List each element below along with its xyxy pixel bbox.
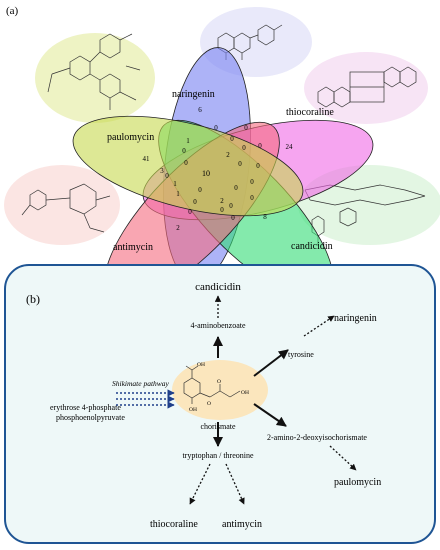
venn-set-paulomycin [72,115,304,217]
node-naringenin: naringenin [334,313,377,324]
shikimate-arrows [116,389,175,409]
node-antimycin: antimycin [222,519,262,530]
count-quad: 0 [184,159,188,167]
count-center: 10 [202,169,210,178]
node-shikimate-pathway: Shikimate pathway [112,379,170,388]
node-tyrosine: tyrosine [288,350,314,359]
label-candicidin: candicidin [291,241,333,252]
count-pair: 1 [176,190,180,198]
antimycin-structure [21,183,111,233]
paulomycin-structure-bubble [35,33,155,123]
count-pair: 0 [242,144,246,152]
node-thiocoraline: thiocoraline [150,519,198,530]
count-triple: 0 [258,142,262,150]
count-triple: 0 [188,208,192,216]
count-pair: 1 [186,137,190,145]
pathway-arrows [189,295,357,505]
antimycin-structure-bubble [4,165,120,245]
count-quad: 0 [234,184,238,192]
count-triple: 3 [160,167,164,175]
node-2-amino-2-deoxyisochorismate: 2-amino-2-deoxyisochorismate [267,433,367,442]
venn-counts: 10 6 24 8 2 41 0 0 0 0 0 1 1 0 0 0 0 0 0… [143,106,294,232]
count-antimycin-only: 2 [176,224,180,232]
chorismate-structure [183,365,241,404]
chem-label-o: O [207,401,211,407]
count-candicidin-only: 8 [263,213,267,221]
count-triple: 0 [182,147,186,155]
panel-b-label: (b) [26,292,40,306]
count-quad: 0 [238,160,242,168]
arrow-trp-to-antimycin [225,463,245,505]
count-triple: 1 [173,180,177,188]
count-thiocoraline-only: 24 [286,143,294,151]
label-antimycin: antimycin [113,242,153,253]
count-pair: 0 [165,172,169,180]
count-triple: 2 [220,197,224,205]
count-pair: 0 [244,124,248,132]
chem-label-oh-right: OH [241,390,249,396]
label-thiocoraline: thiocoraline [286,107,334,118]
node-aminobenzoate: 4-aminobenzoate [190,321,246,330]
count-pair: 0 [229,202,233,210]
arrow-chorismate-to-adic [253,403,287,427]
node-tryptophan-threonine: tryptophan / threonine [182,451,254,460]
count-pair: 0 [214,124,218,132]
pathway-node-labels: candicidin 4-aminobenzoate naringenin ty… [50,281,381,530]
node-paulomycin: paulomycin [334,477,381,488]
arrow-trp-to-thiocoraline [189,463,211,505]
chorismate-atom-labels: OH O O OH OH [189,362,249,413]
count-triple: 0 [250,194,254,202]
thiocoraline-structure [317,66,417,108]
node-chorismate: chorismate [200,422,236,431]
label-naringenin: naringenin [172,89,215,100]
arrow-chorismate-to-tyrosine [253,349,289,377]
node-phosphoenolpyruvate: phosphoenolpyruvate [56,413,125,422]
arrow-adic-to-paulomycin [329,445,357,471]
node-erythrose-4-phosphate: erythrose 4-phosphate [50,403,121,412]
chem-label-o: O [217,379,221,385]
label-paulomycin: paulomycin [107,132,154,143]
count-quad: 0 [198,186,202,194]
count-triple: 0 [193,198,197,206]
chem-label-oh-top: OH [197,362,205,368]
count-triple: 0 [230,135,234,143]
count-naringenin-only: 6 [198,106,202,114]
venn-diagram [72,47,374,303]
count-pair: 0 [250,178,254,186]
count-paulomycin-only: 41 [143,155,151,163]
chem-label-oh-bottom: OH [189,407,197,413]
paulomycin-structure [47,33,141,110]
count-pair: 0 [231,214,235,222]
count-quad: 2 [226,151,230,159]
venn-set-labels: naringenin thiocoraline candicidin antim… [107,89,334,253]
panel-a-label: (a) [6,5,19,17]
node-candicidin: candicidin [195,281,241,293]
count-pair: 0 [256,162,260,170]
count-triple: 0 [220,206,224,214]
